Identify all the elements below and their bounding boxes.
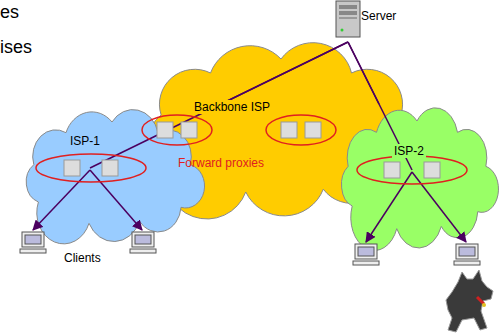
- isp-cloud: ISP-2: [336, 104, 498, 240]
- cut-text: es: [0, 2, 19, 23]
- node-label: ISP-2: [392, 144, 426, 158]
- proxy-groups: [36, 115, 467, 184]
- server-lines: [90, 42, 412, 170]
- annotation-label: Forward proxies: [178, 156, 264, 170]
- server-node: Server: [330, 0, 405, 42]
- scottie-dog: [446, 270, 493, 332]
- client-computers: [20, 232, 480, 265]
- cut-text: ises: [0, 37, 32, 58]
- node-label: Server: [361, 9, 396, 23]
- cloud-shape: [336, 104, 498, 240]
- node-label: ISP-1: [70, 134, 100, 148]
- group-label: Clients: [64, 251, 101, 265]
- node-label: Backbone ISP: [192, 100, 272, 114]
- client-lines: [33, 170, 466, 242]
